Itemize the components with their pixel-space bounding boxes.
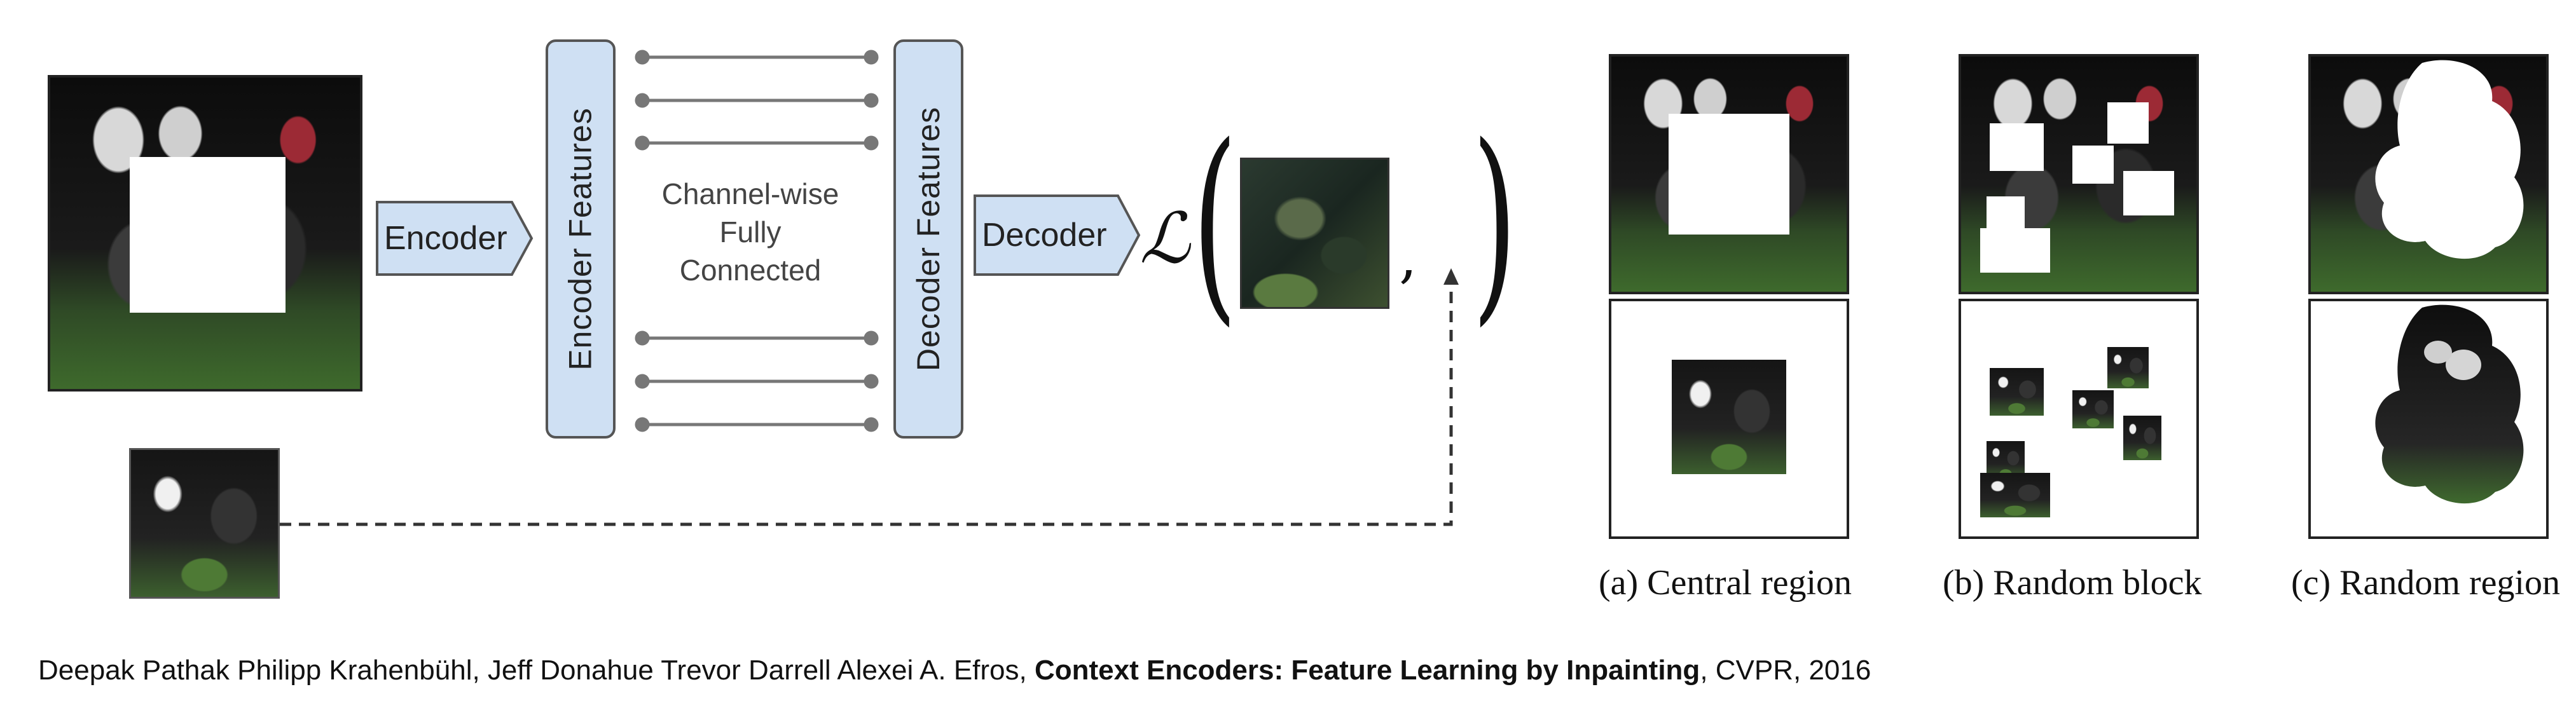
block-patch-2 — [2072, 390, 2114, 428]
block-patch-frame — [1959, 299, 2199, 539]
block-masked-image — [1959, 54, 2199, 294]
loss-open-paren: ( — [1192, 100, 1237, 344]
citation-authors: Deepak Pathak Philipp Krahenbühl, Jeff D… — [38, 655, 1035, 686]
loss-close-paren: ) — [1472, 100, 1517, 344]
encoder-features-box: Encoder Features — [546, 39, 616, 439]
region-patch-frame — [2308, 299, 2549, 539]
caption-random-region: (c) Random region — [2291, 563, 2560, 603]
decoder-label: Decoder — [982, 217, 1107, 254]
region-patch-shape — [2375, 304, 2524, 504]
block-patch-1 — [1990, 368, 2044, 416]
block-hole-4 — [2123, 171, 2174, 215]
central-patch — [1672, 360, 1786, 474]
encoder-arrow-shape — [376, 201, 534, 276]
loss-comma: , — [1399, 224, 1417, 290]
channelwise-line-1: Channel-wise — [661, 177, 839, 210]
encoder-label: Encoder — [384, 220, 507, 257]
input-image-masked — [48, 75, 362, 392]
decoder-features-box: Decoder Features — [893, 39, 963, 439]
channelwise-fc-label: Channel-wise Fully Connected — [630, 175, 871, 289]
masked-region — [130, 157, 286, 313]
encoder-block: Encoder — [375, 200, 534, 276]
pipeline-diagram: Encoder Encoder Features Channel-wise Fu… — [48, 39, 1517, 599]
ground-truth-arrow — [280, 268, 1459, 526]
caption-random-block: (b) Random block — [1943, 563, 2202, 603]
block-patch-6 — [1980, 473, 2050, 517]
region-masked-image — [2308, 54, 2549, 294]
block-hole-6 — [1980, 228, 2050, 273]
citation: Deepak Pathak Philipp Krahenbühl, Jeff D… — [38, 655, 1871, 686]
citation-title: Context Encoders: Feature Learning by In… — [1034, 655, 1700, 686]
channelwise-line-2: Fully — [719, 215, 782, 249]
central-patch-frame — [1609, 299, 1849, 539]
decoder-arrow-shape — [974, 194, 1141, 276]
block-patch-3 — [2107, 347, 2149, 388]
central-hole — [1669, 114, 1789, 235]
block-patch-4 — [2123, 416, 2161, 460]
block-hole-1 — [1990, 123, 2044, 171]
loss-symbol: ℒ — [1140, 198, 1190, 279]
ground-truth-patch — [129, 448, 280, 599]
caption-central-region: (a) Central region — [1599, 563, 1852, 603]
channelwise-connections — [635, 50, 879, 432]
citation-venue: , CVPR, 2016 — [1700, 655, 1871, 686]
central-masked-image — [1609, 54, 1849, 294]
block-hole-3 — [2107, 102, 2149, 144]
channelwise-line-3: Connected — [679, 254, 822, 287]
block-hole-2 — [2072, 146, 2114, 184]
decoder-block: Decoder — [973, 194, 1141, 276]
region-hole-shape — [2375, 60, 2524, 259]
mask-examples: (a) Central region (b) Random block — [1590, 0, 2576, 610]
predicted-patch — [1240, 158, 1389, 309]
